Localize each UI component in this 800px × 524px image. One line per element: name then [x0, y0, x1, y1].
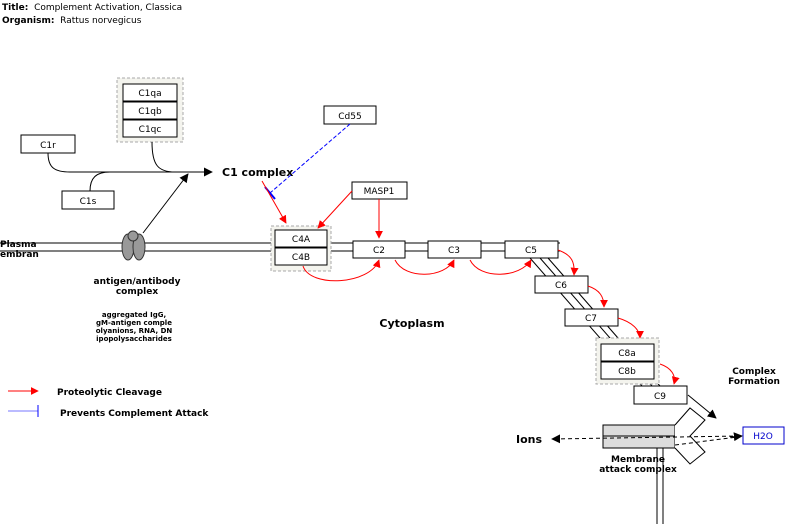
legend: Proteolytic Cleavage Prevents Complement…: [8, 387, 209, 419]
c1qc-label: C1qc: [139, 125, 162, 135]
masp1-node[interactable]: MASP1: [351, 181, 408, 200]
c5-node[interactable]: C5: [504, 240, 559, 259]
complex-formation-label-1: Complex: [732, 367, 776, 377]
ion-flow-edges: [551, 434, 746, 446]
c1s-node[interactable]: C1s: [61, 190, 115, 210]
antibody-glyph: [121, 230, 146, 261]
organism-label: Organism:: [2, 16, 55, 26]
c1-complex-label: C1 complex: [222, 166, 293, 179]
c8a-node[interactable]: C8a: [600, 343, 655, 362]
c1qa-node[interactable]: C1qa: [122, 83, 178, 102]
legend-prevents-label: Prevents Complement Attack: [60, 409, 209, 419]
ion-arrow-solid: [729, 432, 743, 442]
title-label: Title:: [2, 3, 29, 13]
c1qb-node[interactable]: C1qb: [122, 101, 178, 120]
pathway-title: Complement Activation, Classica: [34, 3, 183, 13]
c3-label: C3: [448, 246, 460, 256]
c1qb-label: C1qb: [138, 107, 162, 117]
c8b-node[interactable]: C8b: [600, 361, 655, 380]
complex-formation-edge: [687, 394, 717, 419]
mac-label-2: attack complex: [599, 465, 677, 475]
c4b-label: C4B: [292, 253, 310, 263]
c1-assembly-edges: [47, 141, 213, 234]
c6-label: C6: [555, 281, 567, 291]
membrane-vertical: [656, 448, 664, 524]
antigen-antibody-label-1: antigen/antibody: [94, 277, 181, 287]
organism-line: Organism: Rattus norvegicus: [2, 16, 141, 26]
c7-node[interactable]: C7: [564, 308, 619, 327]
c9-node[interactable]: C9: [633, 385, 688, 405]
activator-line-4: ipopolysaccharides: [96, 335, 172, 343]
c1qa-label: C1qa: [138, 89, 161, 99]
activator-line-2: gM-antigen comple: [96, 319, 172, 327]
h2o-label: H2O: [753, 432, 773, 442]
masp1-label: MASP1: [364, 187, 395, 197]
organism-name: Rattus norvegicus: [60, 16, 142, 26]
mac-label-1: Membrane: [611, 455, 665, 465]
cd55-label: Cd55: [338, 112, 361, 122]
c8b-label: C8b: [618, 367, 636, 377]
c1qc-node[interactable]: C1qc: [122, 119, 178, 138]
legend-proteolytic-label: Proteolytic Cleavage: [57, 388, 162, 398]
complex-formation-label-2: Formation: [728, 377, 780, 387]
c9-label: C9: [654, 392, 666, 402]
c4a-label: C4A: [292, 235, 311, 245]
cd55-node[interactable]: Cd55: [323, 105, 377, 125]
cleavage-edges: [261, 180, 680, 385]
c2-label: C2: [373, 246, 385, 256]
antigen-antibody-label-2: complex: [116, 287, 159, 297]
c7-label: C7: [585, 314, 597, 324]
c4b-node[interactable]: C4B: [274, 247, 328, 266]
legend-prevents: Prevents Complement Attack: [8, 405, 209, 419]
c5-label: C5: [525, 246, 537, 256]
legend-proteolytic: Proteolytic Cleavage: [8, 387, 162, 398]
c4a-node[interactable]: C4A: [274, 229, 328, 248]
c1r-node[interactable]: C1r: [20, 134, 76, 154]
title-line: Title: Complement Activation, Classica: [2, 3, 182, 13]
cytoplasm-label: Cytoplasm: [379, 317, 444, 330]
mac-pore: [602, 407, 706, 465]
c3-node[interactable]: C3: [427, 240, 482, 259]
activator-line-1: aggregated IgG,: [102, 311, 166, 319]
c6-node[interactable]: C6: [534, 275, 589, 294]
plasma-membrane-label-1: Plasma: [0, 240, 37, 250]
c1s-label: C1s: [80, 197, 97, 207]
plasma-membrane-label-2: embran: [0, 250, 39, 260]
cd55-inhibition-edge: [264, 123, 351, 200]
c1r-label: C1r: [40, 141, 56, 151]
activator-line-3: olyanions, RNA, DN: [96, 327, 173, 335]
h2o-node[interactable]: H2O: [742, 426, 785, 445]
c2-node[interactable]: C2: [352, 240, 406, 259]
c8a-label: C8a: [618, 349, 636, 359]
ions-label: Ions: [516, 433, 542, 446]
